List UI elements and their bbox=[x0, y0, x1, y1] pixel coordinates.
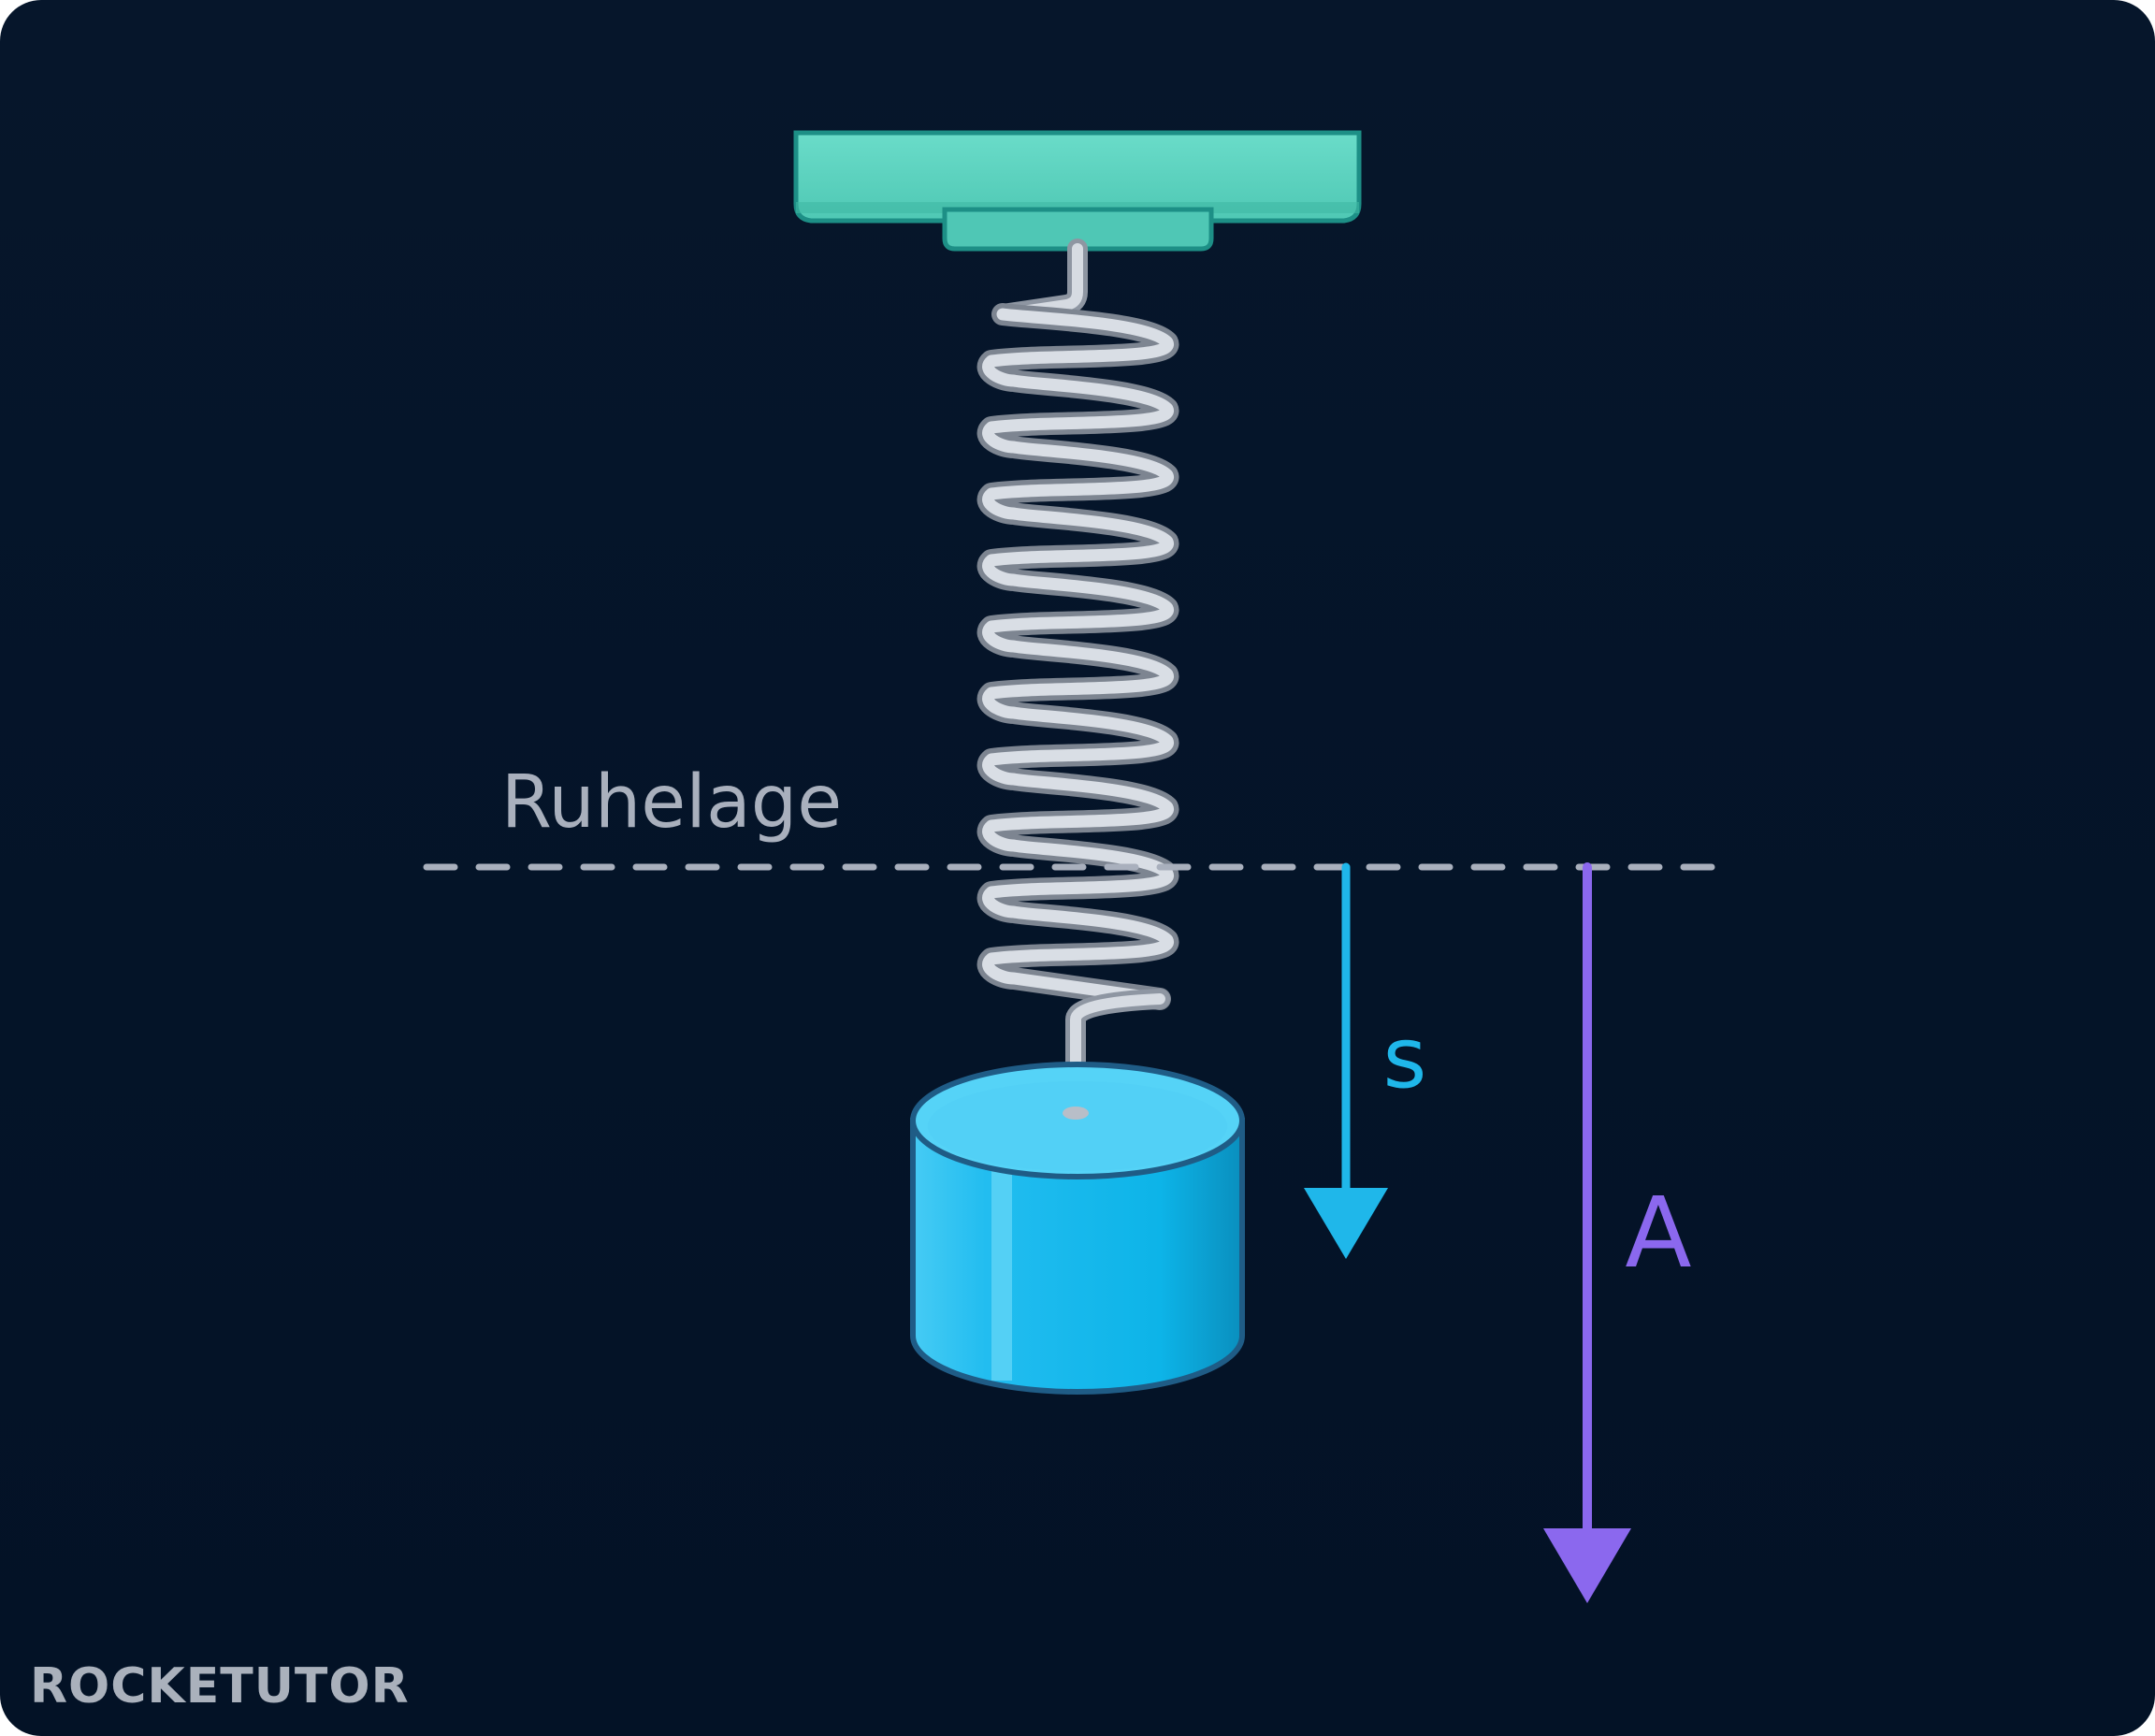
displacement-arrow bbox=[1304, 862, 1388, 1259]
mass-cylinder bbox=[910, 1062, 1245, 1395]
displacement-label: s bbox=[1383, 1009, 1427, 1107]
spring-coil-body bbox=[982, 308, 1174, 1005]
brand-logo: ROCKETUTOR bbox=[30, 1658, 410, 1714]
amplitude-arrow bbox=[1543, 862, 1631, 1603]
ceiling-mount bbox=[793, 130, 1362, 252]
rest-position-label: Ruhelage bbox=[501, 760, 843, 845]
brand-logo-text: ROCKETUTOR bbox=[30, 1658, 410, 1714]
amplitude-label: A bbox=[1625, 1176, 1691, 1290]
spring-coils bbox=[976, 303, 1179, 1010]
